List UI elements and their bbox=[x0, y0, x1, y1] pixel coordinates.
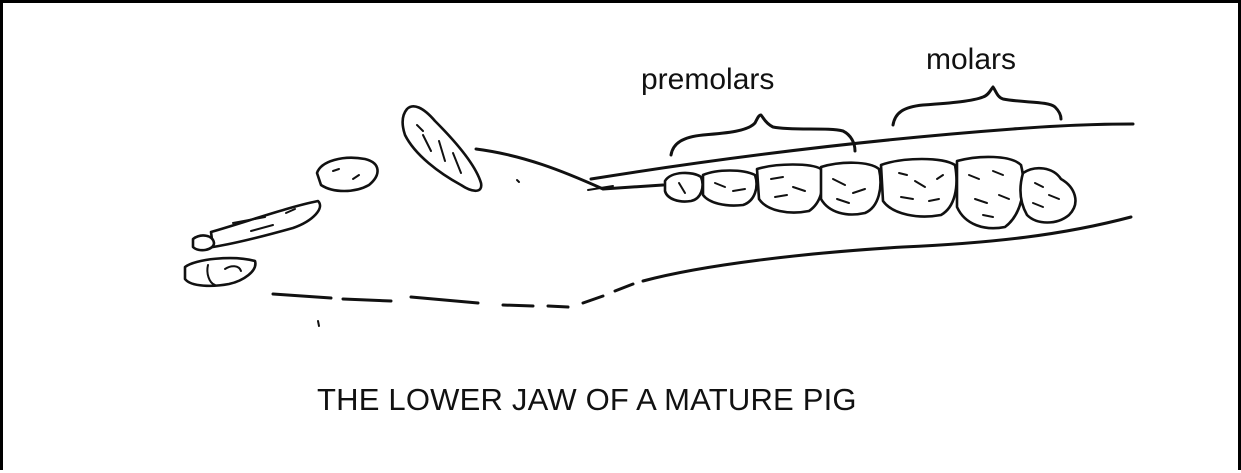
incisor-small-upper bbox=[193, 236, 214, 251]
premolar-row bbox=[665, 163, 880, 215]
molars-bracket bbox=[893, 87, 1061, 125]
incisor-long bbox=[211, 201, 320, 247]
molar-1 bbox=[881, 159, 956, 216]
premolar-4 bbox=[821, 163, 880, 215]
premolar-1 bbox=[665, 173, 703, 202]
anterior-jaw-contour bbox=[476, 149, 663, 189]
premolar-3 bbox=[757, 165, 823, 213]
figure-caption: THE LOWER JAW OF A MATURE PIG bbox=[317, 384, 857, 415]
incisor-group bbox=[185, 201, 320, 286]
premolar-2 bbox=[703, 171, 757, 206]
premolars-label: premolars bbox=[641, 65, 774, 95]
premolars-bracket bbox=[671, 115, 855, 155]
stray-mark bbox=[318, 321, 319, 326]
lower-jaw-border bbox=[643, 217, 1131, 281]
molar-row bbox=[881, 157, 1075, 228]
lower-jaw-dashed-border bbox=[273, 284, 633, 307]
incisor-lower bbox=[185, 258, 255, 286]
molar-3 bbox=[1020, 168, 1075, 222]
molar-2 bbox=[957, 157, 1023, 228]
canine-fragment bbox=[317, 158, 378, 191]
molars-label: molars bbox=[926, 45, 1016, 75]
stray-mark-2 bbox=[517, 180, 519, 182]
